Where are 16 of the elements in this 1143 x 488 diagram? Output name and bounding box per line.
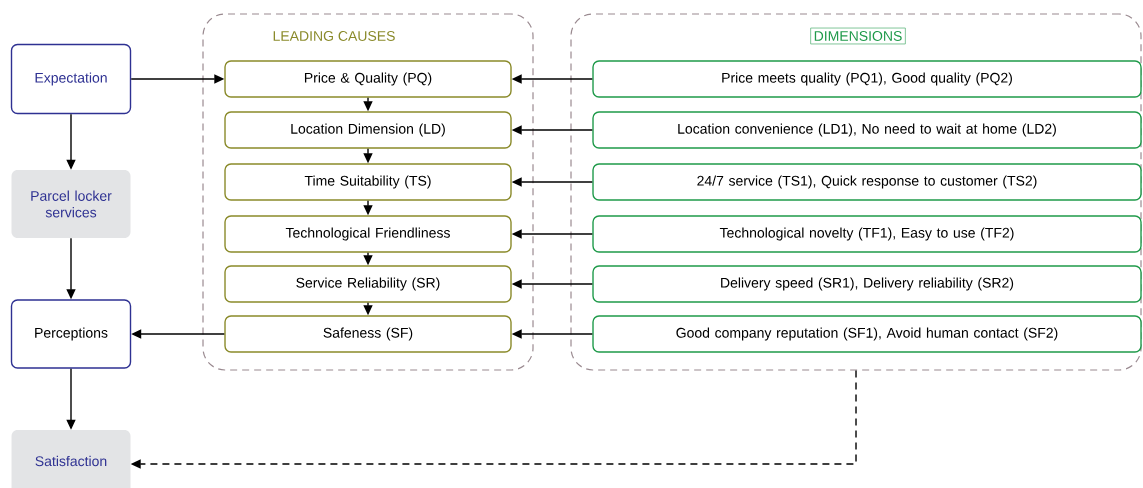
dimension-box: 24/7 service (TS1), Quick response to customer (TS2) — [592, 163, 1142, 201]
cause-box: Location Dimension (LD) — [224, 111, 512, 149]
flow-box: Parcel locker services — [11, 170, 131, 238]
cause-box: Price & Quality (PQ) — [224, 60, 512, 98]
dimension-box: Delivery speed (SR1), Delivery reliability (SR2) — [592, 265, 1142, 303]
cause-box: Safeness (SF) — [224, 315, 512, 353]
flow-box: Expectation — [10, 43, 132, 115]
dimension-box: Good company reputation (SF1), Avoid human contact (SF2) — [592, 315, 1142, 353]
dimension-box: Location convenience (LD1), No need to wait at home (LD2) — [592, 111, 1142, 149]
cause-box: Time Suitability (TS) — [224, 163, 512, 201]
dimension-box: Technological novelty (TF1), Easy to use (TF2) — [592, 215, 1142, 253]
flow-box: Perceptions — [10, 299, 132, 369]
cause-box: Service Reliability (SR) — [224, 265, 512, 303]
flow-box: Satisfaction — [11, 430, 131, 488]
cause-box: Technological Friendliness — [224, 215, 512, 253]
dimension-box: Price meets quality (PQ1), Good quality (PQ2) — [592, 60, 1142, 98]
